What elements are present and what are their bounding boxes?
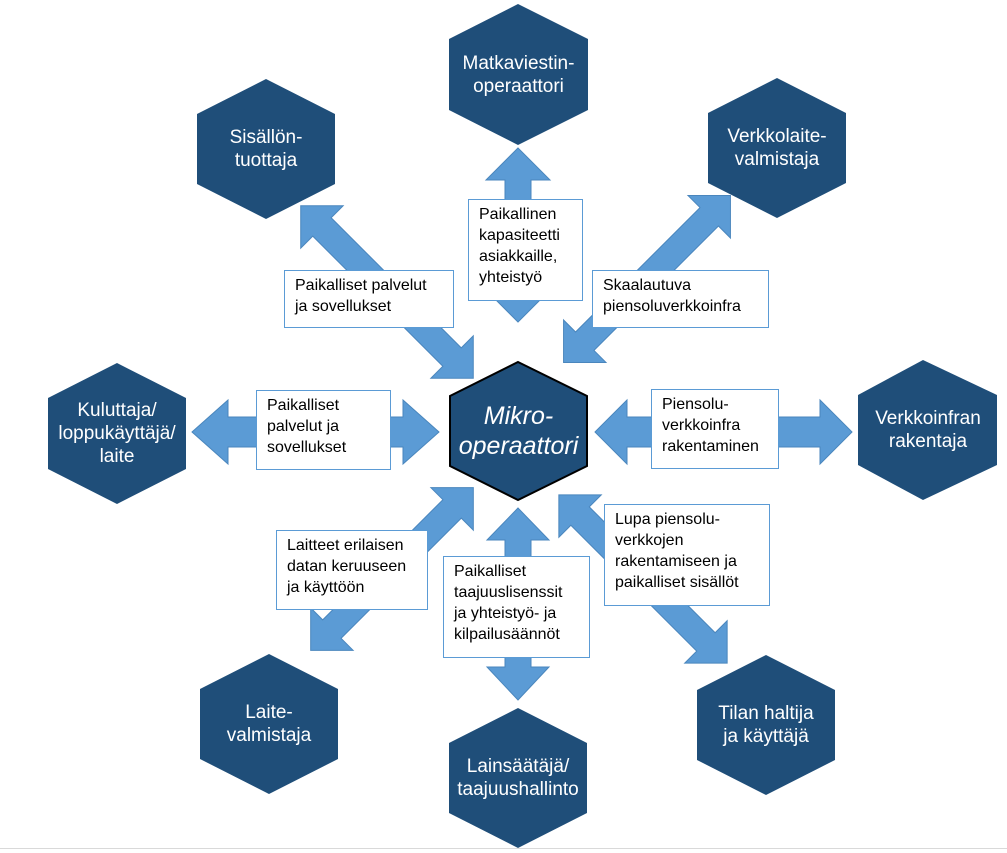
- hex-consumer: [48, 363, 186, 504]
- hex-premises-owner: [697, 655, 835, 795]
- hex-regulator: [449, 708, 587, 848]
- relation-right: Piensolu- verkkoinfra rakentaminen: [651, 389, 779, 469]
- center-label: Mikro- operaattori: [458, 402, 579, 460]
- relation-top-left: Paikalliset palvelut ja sovellukset: [284, 270, 454, 328]
- relation-bottom: Paikalliset taajuuslisenssit ja yhteisty…: [443, 556, 590, 658]
- hex-mobile-operator: [449, 4, 588, 145]
- hex-device-maker: [200, 654, 338, 794]
- relation-left: Paikalliset palvelut ja sovellukset: [256, 390, 391, 470]
- hex-content-producer: [197, 79, 335, 219]
- relation-bottom-left: Laitteet erilaisen datan keruuseen ja kä…: [276, 530, 428, 610]
- hex-network-builder: [858, 360, 997, 500]
- hex-network-equipment-maker: [708, 78, 846, 218]
- relation-bottom-right: Lupa piensolu- verkkojen rakentamiseen j…: [604, 504, 770, 606]
- center-hex: [449, 360, 588, 502]
- hexagons-layer: [48, 4, 997, 848]
- relation-top-right: Skaalautuva piensoluverkkoinfra: [592, 270, 769, 328]
- bottom-divider: [0, 848, 1007, 849]
- relation-top: Paikallinen kapasiteetti asiakkaille, yh…: [468, 199, 583, 301]
